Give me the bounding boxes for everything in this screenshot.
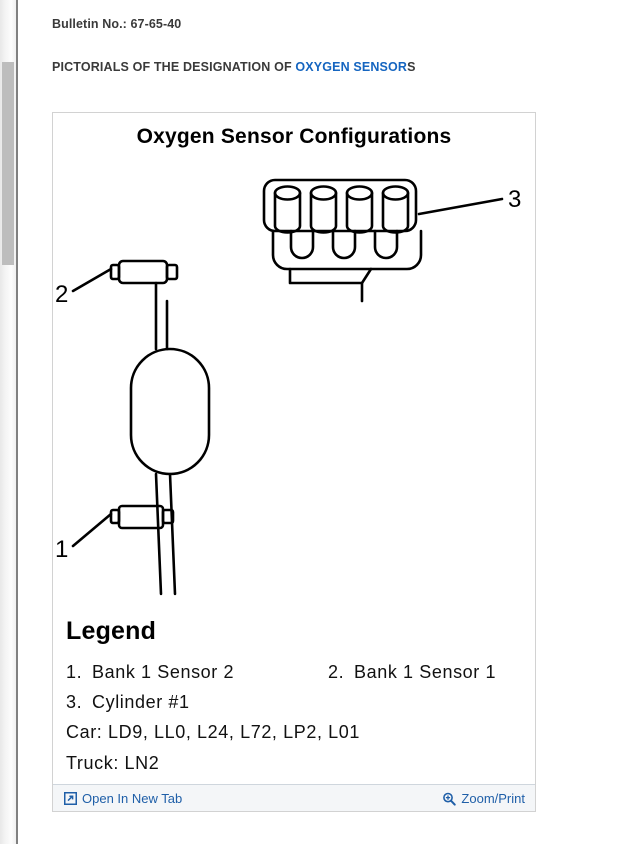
manifold-body (262, 178, 418, 233)
callout-2-leader (71, 267, 113, 293)
page-title: PICTORIALS OF THE DESIGNATION OF OXYGEN … (52, 60, 416, 74)
legend-item-1-text: Bank 1 Sensor 2 (92, 662, 235, 682)
page-scrollbar[interactable] (0, 0, 18, 844)
callout-label-1: 1 (55, 536, 68, 563)
exhaust-pipe-lower-right (168, 472, 177, 596)
cylinder-1 (273, 185, 302, 234)
runner-loop-3 (373, 229, 399, 260)
legend-row: 1. Bank 1 Sensor 2 2. Bank 1 Sensor 1 (66, 657, 527, 687)
manifold-runner-shell (271, 229, 423, 271)
page-title-prefix: PICTORIALS OF THE DESIGNATION OF (52, 60, 296, 74)
open-in-new-tab-label: Open In New Tab (82, 791, 183, 806)
legend-item-2-text: Bank 1 Sensor 1 (354, 662, 497, 682)
figure-panel: Oxygen Sensor Configurations (52, 112, 536, 812)
runner-loops (289, 229, 399, 260)
upstream-oxygen-sensor (109, 259, 179, 285)
downstream-oxygen-sensor (109, 504, 175, 530)
legend-item-3-text: Cylinder #1 (92, 692, 190, 713)
open-in-new-tab-button[interactable]: Open In New Tab (64, 785, 182, 812)
document-content: Bulletin No.: 67-65-40 PICTORIALS OF THE… (20, 0, 624, 844)
legend-car-applications: Car: LD9, LL0, L24, L72, LP2, L01 (66, 722, 360, 743)
bulletin-number: Bulletin No.: 67-65-40 (52, 17, 182, 31)
exhaust-pipe-lower-left (154, 472, 163, 596)
cylinder-3 (345, 185, 374, 234)
legend-item-3-number: 3. (66, 692, 83, 713)
legend-title: Legend (66, 617, 157, 645)
figure-toolbar: Open In New Tab Zoom/Print (53, 784, 535, 811)
runner-loop-1 (289, 229, 315, 260)
legend-item-1-number: 1. (66, 662, 83, 682)
runner-loop-2 (331, 229, 357, 260)
cylinder-4 (381, 185, 410, 234)
legend: Legend 1. Bank 1 Sensor 2 2. Bank 1 Sensor… (66, 619, 527, 778)
legend-row: 3. Cylinder #1 (66, 687, 527, 717)
legend-truck-applications: Truck: LN2 (66, 752, 160, 773)
scrollbar-thumb[interactable] (2, 62, 14, 265)
callout-label-3: 3 (508, 186, 521, 213)
magnifier-plus-icon (442, 792, 457, 806)
exhaust-collector-right (360, 267, 373, 303)
catalytic-converter (129, 347, 211, 476)
cylinder-2 (309, 185, 338, 234)
zoom-print-label: Zoom/Print (461, 791, 525, 806)
figure-title: Oxygen Sensor Configurations (136, 125, 452, 148)
external-window-icon (64, 792, 77, 805)
oxygen-sensors-link[interactable]: OXYGEN SENSOR (295, 60, 408, 74)
callout-1-leader (71, 512, 113, 548)
legend-item-2: 2. Bank 1 Sensor 1 (328, 657, 496, 687)
callout-label-2: 2 (55, 281, 68, 308)
page-title-suffix: S (407, 60, 416, 74)
exhaust-collector-left (288, 267, 364, 285)
callout-3-leader (417, 197, 504, 216)
legend-item-2-number: 2. (328, 662, 345, 682)
oxygen-sensor-diagram: 3 2 1 (55, 178, 521, 596)
cylinder-group (273, 185, 410, 234)
zoom-print-button[interactable]: Zoom/Print (442, 785, 525, 812)
